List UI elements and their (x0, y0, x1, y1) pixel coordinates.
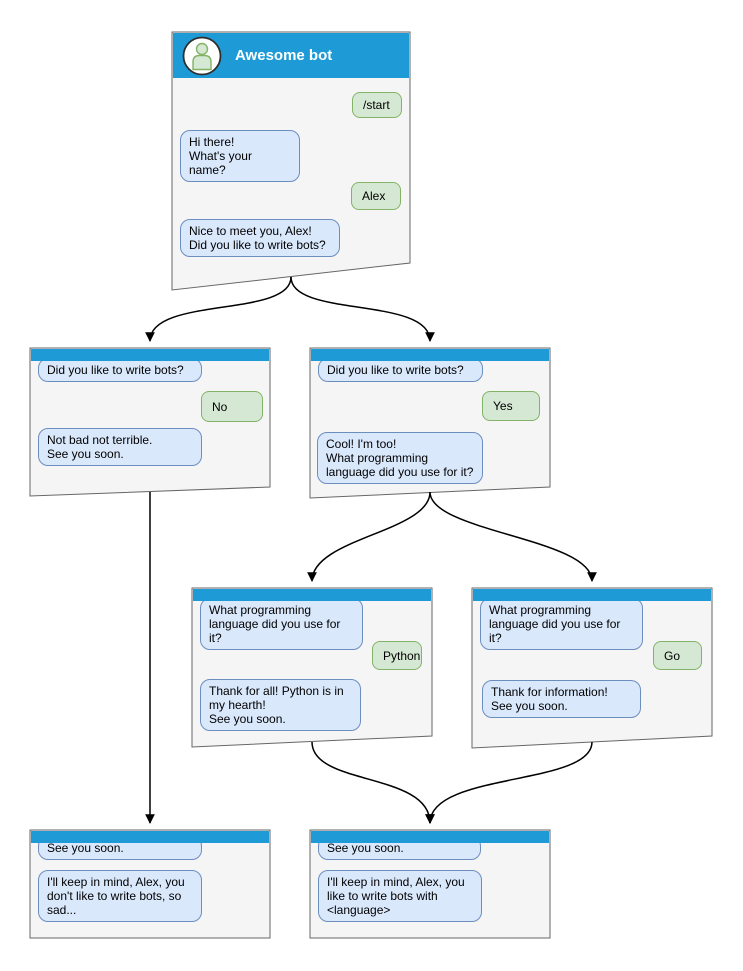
node-root-header: Awesome bot (173, 33, 409, 78)
edge-python-to-end (311, 741, 435, 824)
bot-title: Awesome bot (235, 47, 333, 64)
message-bubble-incoming: Thank for all! Python is in my hearth! S… (200, 679, 361, 731)
edge-root-to-no (145, 276, 292, 342)
message-bubble-incoming: Thank for information! See you soon. (482, 680, 641, 718)
message-bubble-incoming: Did you like to write bots? (318, 358, 483, 382)
node-branch-python-titlebar (193, 589, 431, 601)
node-end-yes-titlebar (311, 831, 549, 843)
edge-go-to-end (425, 741, 593, 824)
node-branch-no-titlebar (31, 349, 269, 361)
message-bubble-incoming: Cool! I'm too! What programming language… (317, 432, 483, 484)
edge-root-to-yes (290, 276, 435, 342)
message-bubble-outgoing: Go (653, 641, 702, 670)
edge-yes-to-python (307, 491, 431, 582)
node-branch-yes-titlebar (311, 349, 549, 361)
message-bubble-incoming: Nice to meet you, Alex! Did you like to … (180, 219, 340, 257)
message-bubble-incoming: What programming language did you use fo… (200, 598, 363, 650)
message-bubble-incoming: What programming language did you use fo… (480, 598, 643, 650)
message-bubble-outgoing: Python (372, 641, 422, 670)
message-bubble-incoming: I'll keep in mind, Alex, you like to wri… (318, 870, 482, 922)
message-bubble-incoming: Not bad not terrible. See you soon. (38, 428, 202, 466)
bot-avatar-icon (182, 36, 222, 75)
message-bubble-outgoing: Yes (482, 391, 540, 421)
node-end-no-titlebar (31, 831, 269, 843)
message-bubble-incoming: Hi there! What's your name? (180, 130, 300, 182)
message-bubble-incoming: Did you like to write bots? (38, 358, 202, 382)
node-branch-go-titlebar (473, 589, 711, 601)
message-bubble-outgoing: /start (352, 92, 402, 118)
edge-yes-to-go (429, 491, 597, 582)
message-bubble-outgoing: No (201, 391, 263, 422)
message-bubble-outgoing: Alex (351, 182, 401, 210)
message-bubble-incoming: I'll keep in mind, Alex, you don't like … (38, 870, 202, 922)
